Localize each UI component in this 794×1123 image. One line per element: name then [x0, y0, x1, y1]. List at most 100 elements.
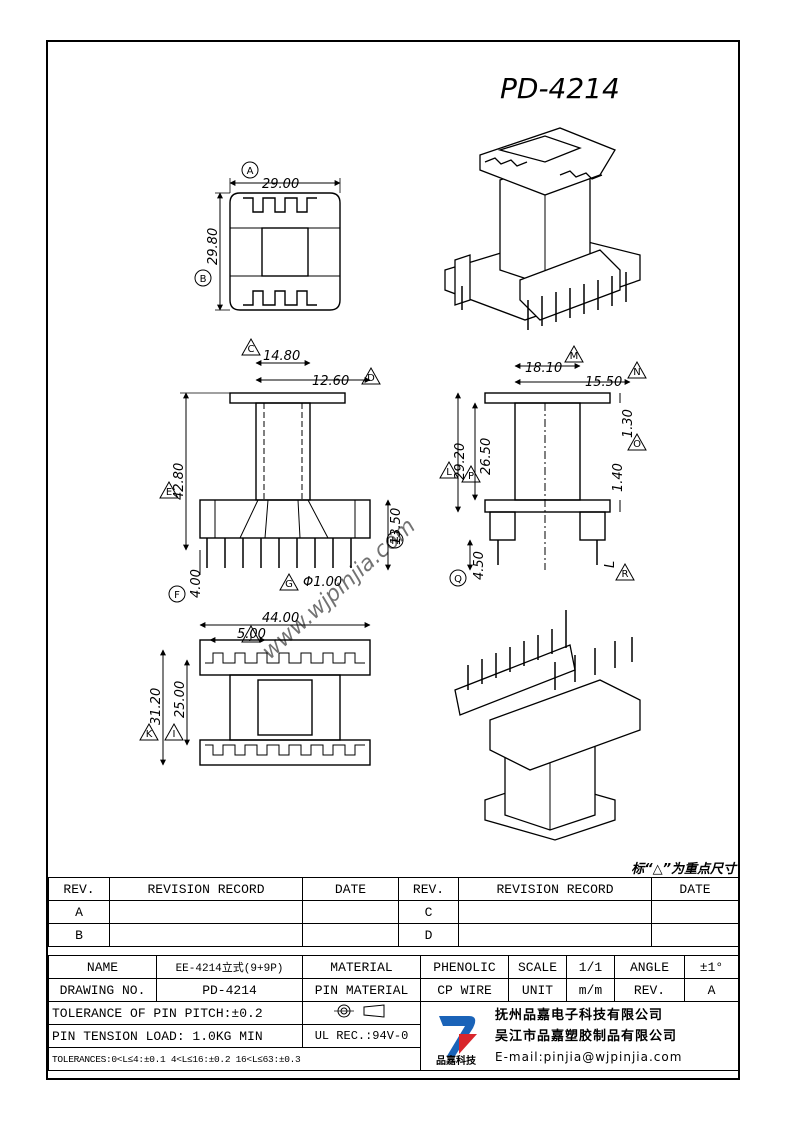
- dim-side-width: 18.10: [525, 361, 562, 376]
- dim-front-height: 42.80: [172, 463, 187, 500]
- marker-q: Q: [449, 569, 467, 587]
- date-cell: [302, 923, 399, 947]
- dim-side-h2: 26.50: [479, 438, 494, 475]
- company-cell: 抚州品嘉电子科技有限公司 吴江市品嘉塑胶制品有限公司 E-mail:pinjia…: [420, 1001, 739, 1071]
- unit-label: UNIT: [508, 978, 567, 1002]
- isometric-view-top: [444, 127, 641, 330]
- rev-header: REV.: [48, 877, 110, 901]
- name-value: EE-4214立式(9+9P): [156, 955, 303, 979]
- date-cell: [302, 900, 399, 924]
- dim-front-pin: 13.50: [389, 508, 404, 545]
- record-cell: [109, 900, 303, 924]
- revision-row: A C: [48, 900, 739, 924]
- dim-side-h1: 29.20: [453, 443, 468, 480]
- rev-header-2: REV.: [398, 877, 459, 901]
- svg-text:M: M: [570, 351, 579, 362]
- title-row-2: DRAWING NO. PD-4214 PIN MATERIAL CP WIRE…: [48, 978, 739, 1002]
- svg-text:C: C: [248, 344, 255, 355]
- marker-f: F: [168, 585, 186, 603]
- revision-table: REV. REVISION RECORD DATE REV. REVISION …: [48, 877, 739, 947]
- angle-value: ±1°: [684, 955, 739, 979]
- name-label: NAME: [48, 955, 157, 979]
- svg-text:E: E: [166, 487, 172, 498]
- svg-text:H: H: [391, 536, 399, 547]
- svg-text:I: I: [173, 729, 176, 740]
- dim-bot-h2: 25.00: [173, 681, 188, 718]
- company-logo-icon: [439, 1016, 477, 1056]
- marker-e: E: [159, 480, 179, 499]
- marker-o: O: [627, 432, 647, 451]
- dim-pin-dia: Φ1.00: [303, 575, 342, 590]
- drawing-frame: [46, 40, 740, 1080]
- date-header-2: DATE: [651, 877, 739, 901]
- pin-material-label: PIN MATERIAL: [302, 978, 421, 1002]
- logo-text: 品嘉科技: [436, 1056, 476, 1067]
- record-cell: [109, 923, 303, 947]
- svg-text:J: J: [249, 631, 253, 642]
- marker-h: H: [386, 531, 404, 549]
- projection-symbol-cell: [302, 1001, 421, 1025]
- revision-row: B D: [48, 923, 739, 947]
- title-row-3: TOLERANCE OF PIN PITCH:±0.2 抚州品嘉电子科技有限公司…: [48, 1001, 739, 1071]
- rev-cell: A: [48, 900, 110, 924]
- marker-p: P: [461, 464, 481, 483]
- dim-bot-h1: 31.20: [149, 688, 164, 725]
- title-row-4: PIN TENSION LOAD: 1.0KG MIN UL REC.:94V-…: [48, 1024, 739, 1048]
- title-row-5: TOLERANCES:0<L≤4:±0.1 4<L≤16:±0.2 16<L≤6…: [48, 1047, 739, 1071]
- company-name-1: 抚州品嘉电子科技有限公司: [495, 1007, 664, 1023]
- svg-text:K: K: [146, 729, 153, 740]
- svg-text:A: A: [247, 166, 254, 177]
- marker-a: A: [241, 161, 259, 179]
- drawing-no-value: PD-4214: [156, 978, 303, 1002]
- record-cell: [458, 923, 652, 947]
- svg-text:R: R: [622, 569, 629, 580]
- svg-text:D: D: [367, 373, 375, 384]
- dim-front-top: 14.80: [263, 349, 300, 364]
- marker-k: K: [139, 722, 159, 741]
- svg-text:B: B: [200, 274, 207, 285]
- rev-cell: C: [398, 900, 459, 924]
- rev-label: REV.: [614, 978, 685, 1002]
- markers: A B C D E F G H I J K L M N O P Q R: [139, 161, 647, 741]
- dim-side-pin: 4.50: [472, 551, 487, 580]
- bottom-view: [160, 622, 371, 766]
- ul-rec: UL REC.:94V-0: [302, 1024, 421, 1048]
- rev-cell: B: [48, 923, 110, 947]
- dim-top-height: 29.80: [206, 228, 221, 265]
- svg-text:L: L: [446, 467, 452, 478]
- svg-text:P: P: [468, 471, 474, 482]
- unit-value: m/m: [566, 978, 615, 1002]
- tolerance-pitch: TOLERANCE OF PIN PITCH:±0.2: [48, 1001, 303, 1025]
- dim-front-inner: 12.60: [312, 374, 349, 389]
- scale-label: SCALE: [508, 955, 567, 979]
- marker-b: B: [194, 269, 212, 287]
- side-view: [455, 363, 631, 571]
- pin-material-value: CP WIRE: [420, 978, 509, 1002]
- tolerances: TOLERANCES:0<L≤4:±0.1 4<L≤16:±0.2 16<L≤6…: [48, 1047, 421, 1071]
- front-view: [180, 360, 391, 575]
- svg-text:F: F: [174, 590, 180, 601]
- company-email: E-mail:pinjia@wjpinjia.com: [495, 1049, 683, 1064]
- revision-record-header-2: REVISION RECORD: [458, 877, 652, 901]
- marker-m: M: [564, 344, 584, 363]
- marker-l: L: [439, 460, 459, 479]
- dim-side-L: L: [603, 561, 618, 568]
- marker-j: J: [241, 624, 261, 643]
- rev-cell: D: [398, 923, 459, 947]
- svg-text:N: N: [633, 367, 640, 378]
- company-name-2: 吴江市品嘉塑胶制品有限公司: [495, 1028, 678, 1044]
- marker-n: N: [627, 360, 647, 379]
- marker-i: I: [164, 722, 184, 741]
- record-cell: [458, 900, 652, 924]
- svg-text:Q: Q: [454, 574, 462, 585]
- drawing-title: PD-4214: [500, 72, 620, 105]
- material-value: PHENOLIC: [420, 955, 509, 979]
- date-cell: [651, 900, 739, 924]
- angle-label: ANGLE: [614, 955, 685, 979]
- material-label: MATERIAL: [302, 955, 421, 979]
- svg-text:O: O: [633, 439, 641, 450]
- pin-tension: PIN TENSION LOAD: 1.0KG MIN: [48, 1024, 303, 1048]
- rev-value: A: [684, 978, 739, 1002]
- marker-g: G: [279, 572, 299, 591]
